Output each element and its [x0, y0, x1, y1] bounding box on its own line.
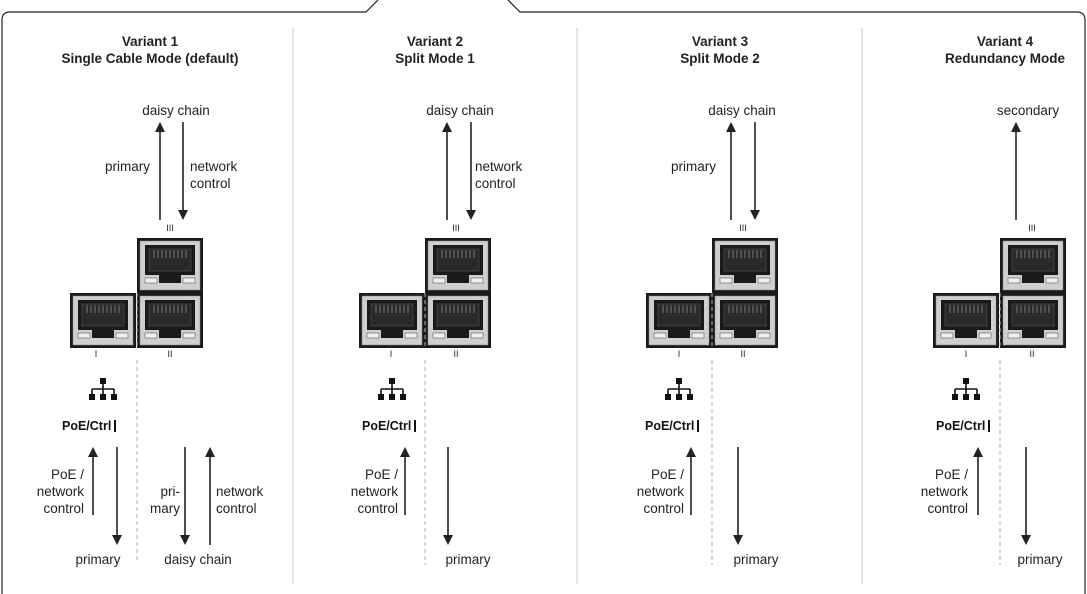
- variant-3-down-arrow: [750, 122, 760, 220]
- variant-1-subtitle: Single Cable Mode (default): [61, 51, 239, 66]
- variant-3-bottom-left-side: PoE / network control: [636, 467, 684, 516]
- variant-4-up-arrow-secondary: [1011, 122, 1021, 220]
- variant-3-port-2-icon: [711, 292, 779, 349]
- variant-4-subtitle: Redundancy Mode: [944, 51, 1065, 66]
- variant-1-port-2-label: II: [167, 349, 173, 359]
- variant-4-down-arrow-primary: [1021, 447, 1031, 545]
- variant-4-port-1-label: I: [964, 349, 968, 359]
- variant-4-port-2-label: II: [1029, 349, 1035, 359]
- variant-1-port-2-icon: [136, 292, 204, 349]
- variant-1-down-arrow-control: [178, 122, 188, 220]
- variant-3-up-arrow-primary: [726, 122, 736, 220]
- variant-1-up-arrow-poe: [88, 447, 98, 515]
- variant-2-poe-label: PoE/Ctrl: [362, 420, 417, 432]
- variant-2-bottom-left-side: PoE / network control: [350, 467, 398, 516]
- variant-2-up-arrow-poe: [400, 447, 410, 515]
- variant-3-poe-label: PoE/Ctrl: [645, 420, 700, 432]
- variant-2-top-label: daisy chain: [426, 103, 494, 118]
- variant-1-port-3-label: III: [166, 223, 174, 233]
- variant-1-network-tree-icon: [88, 377, 118, 401]
- variant-1-bottom-left-label: primary: [75, 552, 121, 567]
- variant-3-bottom-label: primary: [733, 552, 779, 567]
- variant-1-down-arrow-bottom-primary: [180, 447, 190, 545]
- variant-3-network-tree-icon: [664, 377, 694, 401]
- variant-2-bottom-label: primary: [445, 552, 491, 567]
- variant-1-down-arrow-primary: [112, 447, 122, 545]
- variant-3-port-3-label: III: [739, 223, 747, 233]
- variant-4-bottom-left-side: PoE / network control: [920, 467, 968, 516]
- variant-2-port-3-icon: [424, 237, 492, 294]
- variant-4-network-tree-icon: [951, 377, 981, 401]
- variant-3-up-arrow-poe: [686, 447, 696, 515]
- variant-4-bottom-label: primary: [1017, 552, 1063, 567]
- variant-1-bottom-left-side: PoE / network control: [36, 467, 84, 516]
- variant-2-port-1-icon: [358, 292, 426, 349]
- variant-1-bottom-right-side-right: network control: [216, 484, 264, 516]
- variant-2-top-right-label: network control: [475, 159, 523, 191]
- variant-4-port-3-icon: [999, 237, 1067, 294]
- variant-2-port-1-label: I: [389, 349, 393, 359]
- variant-1-bottom-right-label: daisy chain: [164, 552, 232, 567]
- variant-2-down-arrow-control: [466, 122, 476, 220]
- variant-2-down-arrow-primary: [443, 447, 453, 545]
- variant-2-subtitle: Split Mode 1: [395, 51, 475, 66]
- variant-3-port-2-label: II: [740, 349, 746, 359]
- variant-2-port-2-icon: [424, 292, 492, 349]
- variant-1-up-arrow-primary: [155, 122, 165, 220]
- variant-2-title: Variant 2: [406, 34, 464, 49]
- variant-4-poe-label: PoE/Ctrl: [936, 420, 991, 432]
- variant-1-poe-label: PoE/Ctrl: [62, 420, 117, 432]
- variant-1-up-arrow-bottom-control: [205, 447, 215, 545]
- variant-2-port-2-label: II: [453, 349, 459, 359]
- variant-4-port-3-label: III: [1028, 223, 1036, 233]
- variant-2-up-arrow: [442, 122, 452, 220]
- variant-1-top-label: daisy chain: [142, 103, 210, 118]
- variant-4-port-2-icon: [999, 292, 1067, 349]
- variant-3-port-1-icon: [645, 292, 713, 349]
- variant-1-port-1-icon: [69, 292, 137, 349]
- variant-2-port-3-label: III: [452, 223, 460, 233]
- variant-1-title: Variant 1: [121, 34, 179, 49]
- variant-3-down-arrow-primary: [733, 447, 743, 545]
- variant-3-port-1-label: I: [677, 349, 681, 359]
- variant-1-port-3-icon: [136, 237, 204, 294]
- variant-1-top-right-label: network control: [190, 159, 238, 191]
- variant-2-network-tree-icon: [377, 377, 407, 401]
- variant-4-port-1-icon: [932, 292, 1000, 349]
- variant-4-up-arrow-poe: [973, 447, 983, 515]
- variant-4-top-label: secondary: [996, 103, 1060, 118]
- variant-3-subtitle: Split Mode 2: [680, 51, 760, 66]
- variant-1-top-left-label: primary: [104, 159, 150, 174]
- variant-4-title: Variant 4: [976, 34, 1034, 49]
- variant-3-top-label: daisy chain: [708, 103, 776, 118]
- variant-3-title: Variant 3: [691, 34, 749, 49]
- variant-3-top-left-label: primary: [670, 159, 716, 174]
- variant-3-port-3-icon: [711, 237, 779, 294]
- variant-1-bottom-right-side-left: pri- mary: [150, 484, 180, 516]
- variant-1-port-1-label: I: [94, 349, 98, 359]
